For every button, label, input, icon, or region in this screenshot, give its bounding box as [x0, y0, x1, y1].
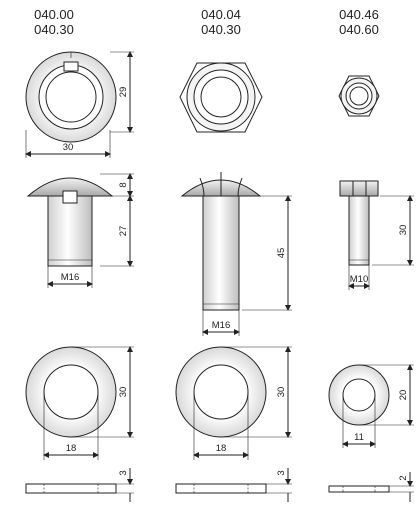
col1-code-2: 040.30: [34, 22, 74, 37]
col1-washer-side: [25, 483, 117, 494]
dim-c1-bolt-head: 8: [118, 182, 129, 187]
dim-c1-top-height: 29: [118, 87, 129, 98]
dim-c2-washer-outer: 30: [276, 387, 287, 398]
col1-top-view: [25, 51, 117, 143]
dim-c2-bolt-thread: M16: [212, 320, 230, 331]
col2-washer: [175, 346, 267, 438]
dim-c3-washer-thickness: 2: [398, 475, 409, 480]
dim-c1-top-width: 30: [63, 142, 74, 153]
col1-code-1: 040.00: [34, 7, 74, 22]
col2-washer-side: [175, 483, 267, 494]
col2-bolt: [180, 172, 262, 311]
dim-c1-washer-thickness: 3: [118, 470, 129, 475]
dim-c3-washer-outer: 20: [398, 390, 409, 401]
dim-c3-washer-inner: 11: [354, 432, 364, 443]
col3-top-view: [338, 75, 380, 117]
col2-top-view: [179, 62, 263, 133]
dim-c3-bolt-length: 30: [398, 225, 409, 236]
col3-washer: [328, 364, 390, 426]
col2-code-1: 040.04: [201, 7, 241, 22]
col1-washer: [25, 346, 117, 438]
col2-code-2: 040.30: [201, 22, 241, 37]
col1-bolt: [26, 177, 114, 267]
dim-c2-bolt-length: 45: [276, 248, 287, 259]
col3-washer-side: [328, 485, 390, 493]
dim-c2-washer-thickness: 3: [276, 470, 287, 475]
dim-c1-washer-inner: 18: [66, 443, 77, 454]
col3-code-2: 040.60: [339, 22, 379, 37]
dim-c3-bolt-thread: M10: [350, 274, 368, 285]
col3-code-1: 040.46: [339, 7, 379, 22]
dim-c2-washer-inner: 18: [216, 443, 227, 454]
dim-c1-bolt-length: 27: [118, 226, 129, 237]
col3-bolt: [339, 180, 379, 266]
dim-c1-bolt-thread: M16: [61, 272, 79, 283]
dim-c1-washer-outer: 30: [118, 387, 129, 398]
